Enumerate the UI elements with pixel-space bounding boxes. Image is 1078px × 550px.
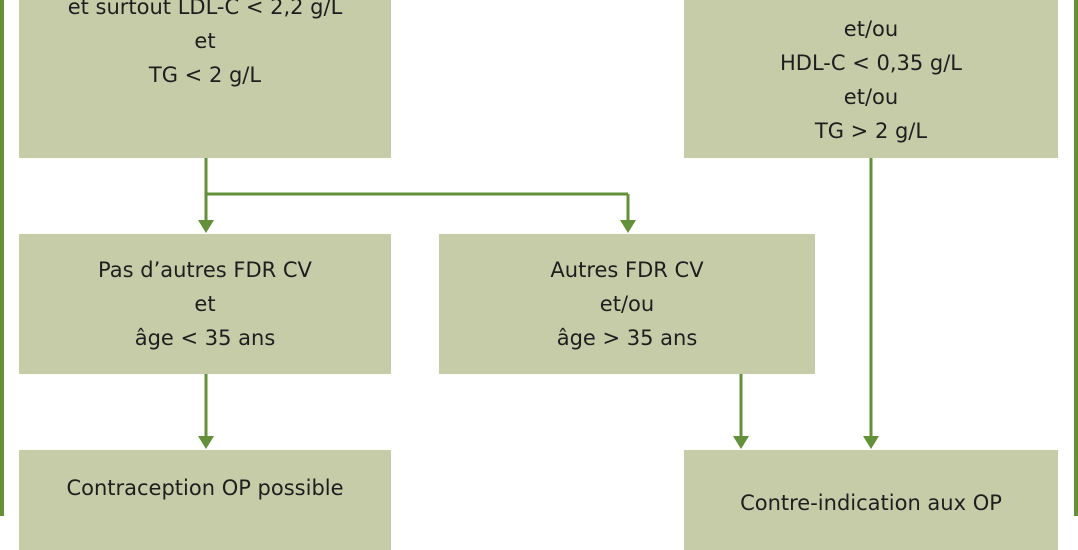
box-line: Contraception OP possible [66,476,344,500]
box-lipid-targets-met: et surtout LDL-C < 2,2 g/L et TG < 2 g/L [19,0,391,158]
arrowhead [198,220,214,233]
arrowhead [198,436,214,449]
box-line: et surtout LDL-C < 2,2 g/L [67,0,343,19]
box-line: Contre-indication aux OP [740,491,1002,515]
connector-arrows [198,158,879,449]
box-line: TG > 2 g/L [814,119,928,143]
box-line: et/ou [843,85,899,109]
arrowhead [863,436,879,449]
box-no-other-risk-factors: Pas d’autres FDR CV et âge < 35 ans [19,234,391,374]
arrowhead [620,220,636,233]
box-line: HDL-C < 0,35 g/L [779,51,963,75]
box-line: TG < 2 g/L [148,63,262,87]
box-line: âge < 35 ans [134,326,276,350]
frame-right-border [1074,0,1078,516]
box-other-risk-factors: Autres FDR CV et/ou âge > 35 ans [439,234,815,374]
box-line: âge > 35 ans [556,326,698,350]
box-line: Pas d’autres FDR CV [98,258,312,282]
box-line: et/ou [599,292,655,316]
frame-left-border [0,0,4,516]
box-line: et [194,292,216,316]
box-line: et [194,29,216,53]
box-line: et/ou [843,17,899,41]
arrowhead [733,436,749,449]
box-lipid-abnormal: et/ou HDL-C < 0,35 g/L et/ou TG > 2 g/L [684,0,1058,158]
box-line: Autres FDR CV [550,258,704,282]
